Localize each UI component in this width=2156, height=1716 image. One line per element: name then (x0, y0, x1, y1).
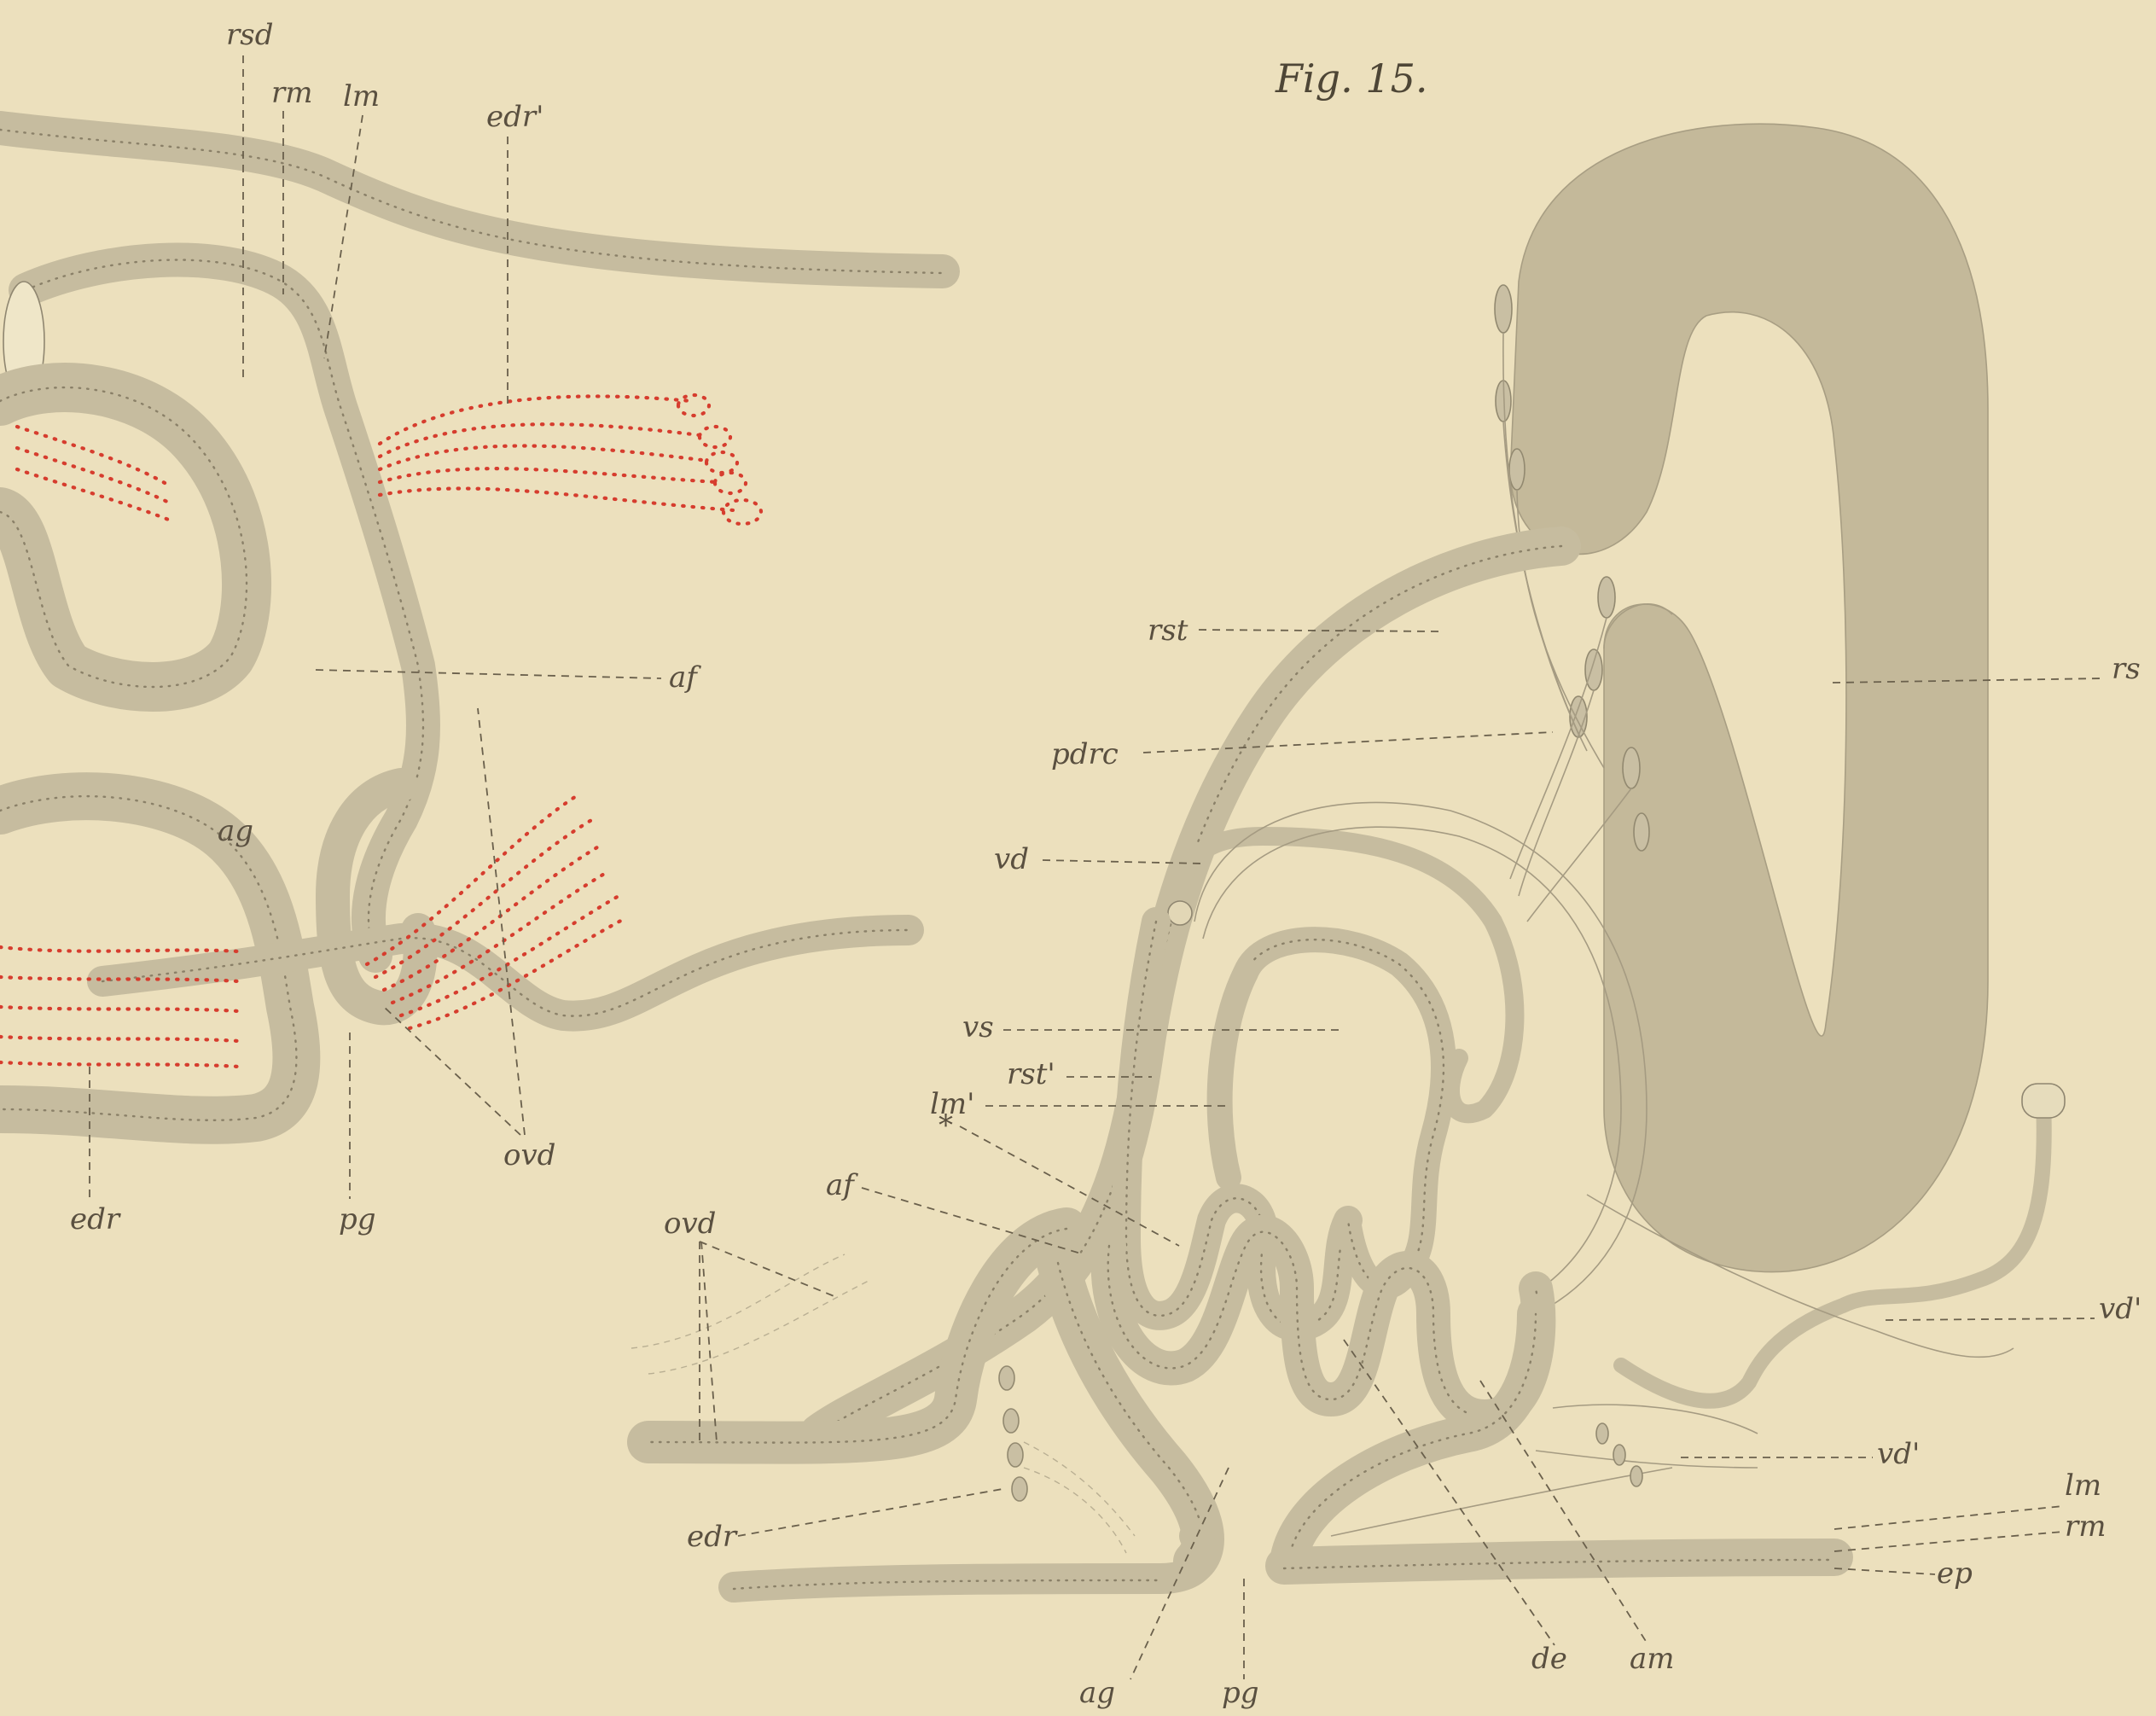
label-rst-prime: rst' (1007, 1057, 1055, 1091)
right-figure: Fig. 15. (631, 55, 2141, 1710)
label-pg-left: pg (339, 1202, 376, 1236)
label-af-left: af (669, 660, 701, 695)
label-rm-right: rm (2065, 1509, 2107, 1544)
label-rsd: rsd (226, 18, 273, 52)
label-edr-prime: edr' (486, 100, 544, 134)
label-pdrc: pdrc (1051, 737, 1119, 771)
label-ovd-right: ovd (664, 1207, 716, 1241)
red-stipple-edr-prime (380, 395, 761, 524)
figure-title: Fig. 15. (1275, 55, 1427, 102)
label-lm-right: lm (2065, 1469, 2101, 1503)
label-am: am (1630, 1642, 1675, 1676)
label-vd-prime-1: vd' (2099, 1292, 2141, 1326)
label-rst: rst (1148, 614, 1188, 648)
label-ep: ep (1937, 1556, 1973, 1591)
label-ag-left: ag (218, 814, 253, 848)
left-lower-tube (102, 930, 909, 1016)
label-pg-right: pg (1222, 1676, 1259, 1710)
label-vs: vs (962, 1010, 994, 1044)
label-asterisk: * (939, 1108, 953, 1143)
cut-duct-end (2022, 1084, 2065, 1118)
label-ovd-left: ovd (503, 1138, 555, 1172)
label-rm: rm (271, 76, 313, 110)
label-de: de (1531, 1642, 1567, 1676)
left-upper-tube (0, 128, 943, 956)
red-stipple-upper-left (17, 427, 171, 521)
label-lm: lm (343, 79, 380, 113)
label-edr-left: edr (70, 1202, 121, 1236)
label-edr-right: edr (687, 1520, 738, 1554)
label-vd: vd (994, 842, 1029, 876)
label-ag-right: ag (1079, 1676, 1115, 1710)
label-af-right: af (826, 1168, 858, 1202)
left-figure: rsd rm lm edr' af ag edr pg ovd (0, 18, 943, 1236)
label-rs: rs (2112, 652, 2141, 686)
label-vd-prime-2: vd' (1877, 1437, 1920, 1471)
